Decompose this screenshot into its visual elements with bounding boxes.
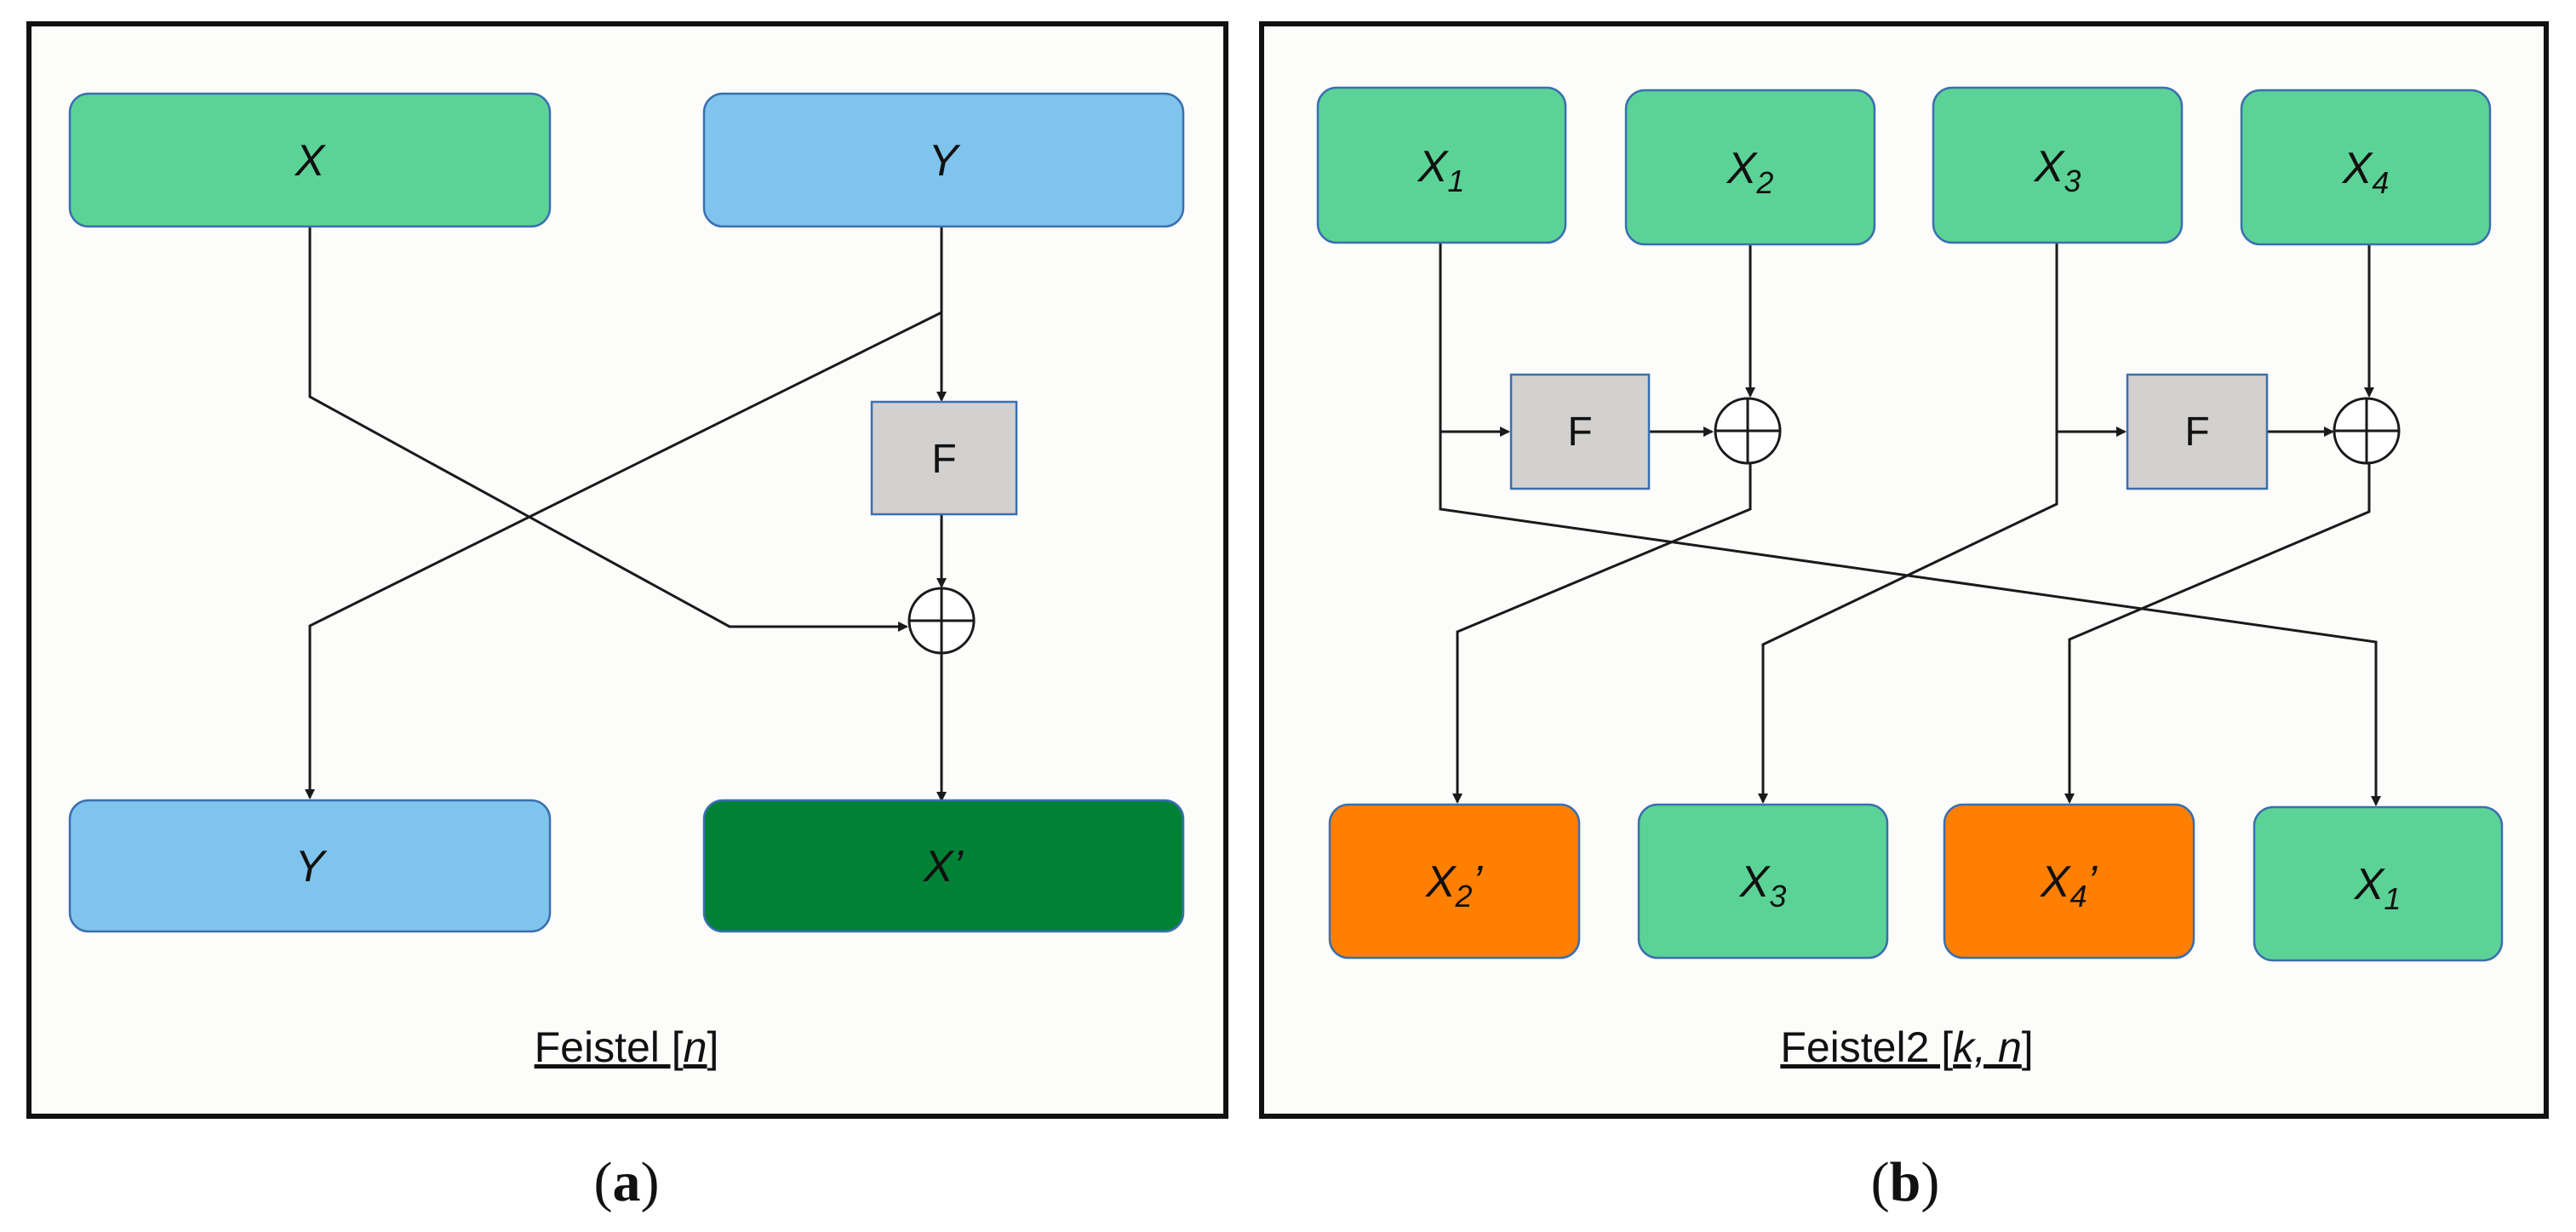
block-y-output-label: Y: [295, 842, 328, 891]
f1-function-box: [1509, 373, 1651, 490]
block-x2-prime-output-label: X2’: [1425, 857, 1484, 914]
block-x1-output: [2253, 805, 2504, 962]
block-x1-input: [1316, 86, 1567, 244]
panel-a-caption: Feistel [n]: [535, 1023, 719, 1071]
xor-icon: [1714, 397, 1782, 465]
block-x1-input-label: X1: [1417, 142, 1465, 198]
wire-x3-to-x3-out: [1758, 243, 2058, 804]
block-x3-output-label: X3: [1739, 857, 1787, 914]
block-x-prime-output-label: X’: [923, 842, 965, 891]
block-x2-prime-output: [1328, 803, 1581, 960]
block-x4-prime-output: [1943, 803, 2195, 960]
panel-b: F F X1 X2 X3 X4 X2’ X3 X4’ X1: [1259, 21, 2549, 1119]
wire-x-to-xor: [308, 226, 908, 632]
block-y-input-label: Y: [929, 136, 961, 186]
xor-icon: [907, 587, 976, 655]
block-x3-input-label: X3: [2034, 142, 2081, 198]
f-function-box: [870, 400, 1018, 516]
block-x-prime-output: [702, 799, 1185, 933]
block-x-input-label: X: [295, 136, 327, 186]
block-y-output: [68, 799, 552, 933]
f2-function-box: [2126, 373, 2269, 490]
block-x4-input-label: X4: [2342, 144, 2390, 200]
panel-a-tag: (a): [594, 1151, 660, 1213]
block-y-input: [702, 92, 1185, 228]
block-x4-prime-output-label: X4’: [2040, 857, 2098, 914]
block-x2-input-label: X2: [1726, 144, 1774, 200]
panel-b-tag: (b): [1871, 1151, 1940, 1213]
block-x2-input: [1624, 89, 1876, 246]
block-x4-input: [2240, 89, 2492, 246]
panel-b-caption: Feistel2 [k, n]: [1780, 1023, 2033, 1071]
block-x3-input: [1932, 86, 2184, 244]
xor-icon: [2333, 397, 2401, 465]
block-x-input: [68, 92, 552, 228]
block-x3-output: [1637, 803, 1889, 960]
block-x1-output-label: X1: [2354, 860, 2401, 916]
panel-a: X Y F Y X’ Feistel [n]: [26, 21, 1228, 1119]
wire-xor2-to-x4prime: [2064, 464, 2371, 804]
f-function-label: F: [931, 437, 956, 482]
f1-function-label: F: [1567, 410, 1592, 455]
wire-xor1-to-x2prime: [1452, 464, 1752, 804]
wire-y-to-y-out: [305, 311, 942, 799]
f2-function-label: F: [2184, 410, 2209, 455]
